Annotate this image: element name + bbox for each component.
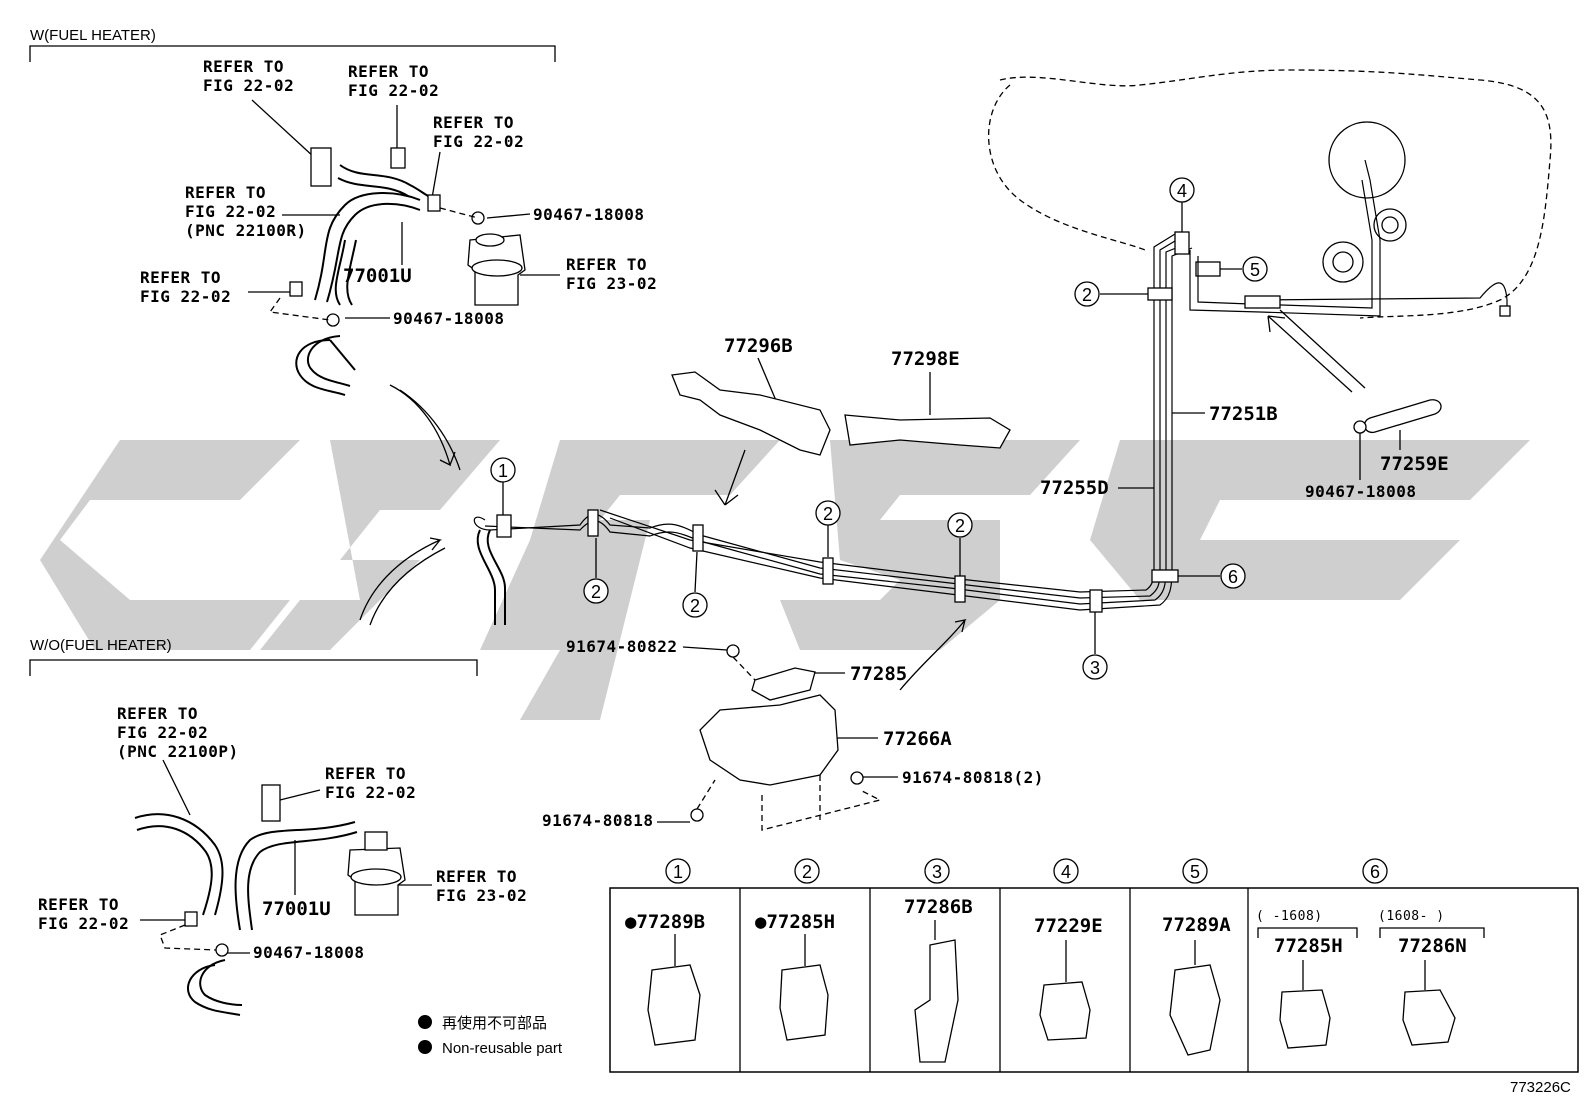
table-header: 4: [1061, 862, 1071, 882]
svg-text:6: 6: [1228, 567, 1238, 587]
part-number: 77251B: [1209, 403, 1278, 425]
refer-label: FIG 23-02: [436, 886, 527, 905]
svg-text:5: 5: [1250, 260, 1260, 280]
non-reusable-bullet-icon: [418, 1040, 432, 1054]
refer-label: FIG 22-02: [348, 81, 439, 100]
svg-text:2: 2: [955, 516, 965, 536]
table-part: ●77289B: [625, 911, 705, 933]
refer-label: REFER TO: [140, 268, 221, 287]
refer-label: REFER TO: [325, 764, 406, 783]
part-number: 77285: [850, 663, 907, 685]
table-header: 3: [932, 862, 942, 882]
refer-label: REFER TO: [185, 183, 266, 202]
table-header: 5: [1190, 862, 1200, 882]
refer-label: REFER TO: [433, 113, 514, 132]
section-with-heater-bracket: [29, 45, 556, 62]
protector-parts: 77296B 77298E: [671, 335, 1011, 456]
diagram-code: 773226C: [1510, 1079, 1571, 1096]
fuel-tank-outline: [987, 69, 1552, 319]
svg-text:4: 4: [1177, 181, 1187, 201]
refer-label: FIG 22-02: [325, 783, 416, 802]
part-number: 90467-18008: [253, 943, 364, 962]
part-number: 77001U: [343, 265, 412, 287]
legend-en: Non-reusable part: [442, 1040, 563, 1057]
refer-label: REFER TO: [203, 57, 284, 76]
part-number: 90467-18008: [393, 309, 504, 328]
part-number: 91674-80818: [542, 811, 653, 830]
fuel-pump-assembly: [1189, 121, 1511, 317]
clip-table: 1 2 3 4 5 6 ●77289B ●77285H 77286B 77229…: [609, 858, 1579, 1073]
svg-text:2: 2: [1082, 285, 1092, 305]
legend: 再使用不可部品 Non-reusable part: [418, 1015, 563, 1057]
section-with-heater-title: W(FUEL HEATER): [30, 27, 156, 44]
table-part: 77285H: [1274, 935, 1343, 957]
refer-label: FIG 22-02: [38, 914, 129, 933]
refer-label: REFER TO: [117, 704, 198, 723]
range-label: ( -1608): [1256, 909, 1323, 924]
svg-text:2: 2: [591, 582, 601, 602]
refer-label: FIG 23-02: [566, 274, 657, 293]
svg-text:2: 2: [823, 504, 833, 524]
refer-label: REFER TO: [348, 62, 429, 81]
table-part: 77286N: [1398, 935, 1467, 957]
range-label: (1608- ): [1378, 909, 1445, 924]
table-header: 1: [673, 862, 683, 882]
callout-markers: 1 2 2 2 2 2 3 4 5 6: [490, 177, 1268, 680]
part-number: 77255D: [1040, 477, 1109, 499]
table-part: 77229E: [1034, 915, 1103, 937]
part-number: 77001U: [262, 898, 331, 920]
legend-jp: 再使用不可部品: [442, 1015, 547, 1032]
refer-label: FIG 22-02: [140, 287, 231, 306]
svg-text:3: 3: [1090, 658, 1100, 678]
refer-label: (PNC 22100P): [117, 742, 239, 761]
table-part: 77286B: [904, 896, 973, 918]
fuel-heater-assembly: REFER TO FIG 22-02 REFER TO FIG 22-02 RE…: [140, 57, 657, 396]
refer-label: REFER TO: [38, 895, 119, 914]
svg-text:1: 1: [498, 461, 508, 481]
table-part: ●77285H: [755, 911, 835, 933]
section-without-heater-title: W/O(FUEL HEATER): [30, 637, 172, 654]
part-number: 77296B: [724, 335, 793, 357]
refer-label: FIG 22-02: [203, 76, 294, 95]
refer-label: FIG 22-02: [433, 132, 524, 151]
hose-77259e: 77259E 90467-18008: [1305, 399, 1449, 501]
watermark-logo: [40, 440, 1530, 720]
refer-label: FIG 22-02: [185, 202, 276, 221]
refer-label: (PNC 22100R): [185, 221, 307, 240]
table-part: 77289A: [1162, 914, 1231, 936]
part-number: 77298E: [891, 348, 960, 370]
part-number: 90467-18008: [533, 205, 644, 224]
non-reusable-bullet-icon: [418, 1015, 432, 1029]
table-header: 2: [802, 862, 812, 882]
table-header: 6: [1370, 862, 1380, 882]
refer-label: FIG 22-02: [117, 723, 208, 742]
fuel-line-assembly: [473, 231, 1221, 625]
section-without-heater-bracket: [29, 659, 478, 676]
svg-text:2: 2: [690, 596, 700, 616]
no-heater-assembly: REFER TO FIG 22-02 (PNC 22100P) REFER TO…: [38, 704, 527, 1016]
part-number: 90467-18008: [1305, 482, 1416, 501]
refer-label: REFER TO: [566, 255, 647, 274]
refer-label: REFER TO: [436, 867, 517, 886]
part-number: 91674-80822: [566, 637, 677, 656]
part-number: 77266A: [883, 728, 952, 750]
bracket-assembly: 91674-80822 77285 77266A 91674-80818(2) …: [542, 637, 1044, 831]
part-number: 77259E: [1380, 453, 1449, 475]
part-number: 91674-80818(2): [902, 768, 1044, 787]
